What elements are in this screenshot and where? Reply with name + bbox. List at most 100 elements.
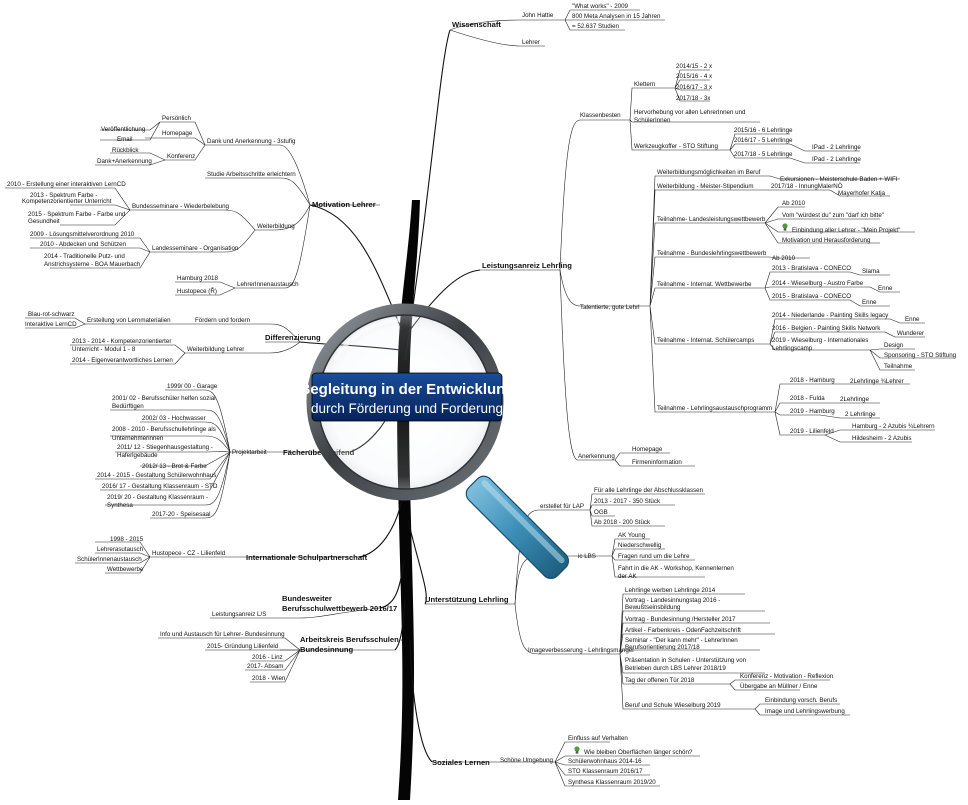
branch-motivation-lehrer: Motivation Lehrer Persönlich Veröffentli…	[5, 115, 380, 296]
node-label: Enne	[862, 299, 877, 306]
node-label: 2013 - 2014 - Kompetenzorientierter	[72, 338, 171, 345]
branch-arbeitskreis: Arbeitskreis Berufsschulen - Bundesinnun…	[158, 631, 404, 683]
node-label: Imageverbesserung - Lehrlingsmangel	[528, 647, 634, 654]
node-label: 2011/ 12 - Stiegenhausgestaltung -	[117, 444, 213, 451]
node-label: IPad - 2 Lehrlinge	[812, 144, 861, 151]
node-label: 2Lehrlinge	[840, 396, 869, 403]
node-label: Konferenz - Motivation - Reflexion	[740, 673, 834, 680]
node-label: Hustopece - CZ - Lilienfeld	[152, 550, 226, 557]
node-label: 2001/ 02 - Berufsschüler helfen sozial	[112, 395, 216, 402]
node-label: Image und Lehrlingswerbung	[765, 708, 845, 715]
node-label: Enne	[905, 316, 920, 323]
node-label: Ab 2018 - 200 Stück	[594, 519, 651, 526]
node-label: 2014 - Niederlande - Painting Skills leg…	[772, 312, 889, 319]
node-label: Wettbewerbe	[107, 566, 144, 573]
branch-label-berufsschulwettbewerb: Bundesweiter	[282, 594, 332, 603]
branch-soziales-lernen: Soziales Lernen Schöne Umgebung Einfluss…	[432, 735, 700, 787]
branch-differenzierung: Differenzierung Blau-rot-schwarz Interak…	[25, 311, 321, 365]
node-label: 2018 - Fulda	[790, 395, 825, 402]
node-label: Betrieben durch LBS Lehrer 2018/19	[625, 665, 726, 672]
node-label: 2013 - Bratislava - CONECO	[772, 265, 851, 272]
node-label: Ab 2010	[782, 200, 806, 207]
node-label: Teilnahme	[884, 363, 913, 370]
node-label: 2014 - Traditionelle Putz- und	[44, 253, 125, 260]
node-label: Einfluss auf Verhalten	[568, 735, 628, 742]
node-label: Artikel - Farbenkreis - OdenFachzeitschr…	[625, 627, 741, 634]
node-label: Veröffentlichung	[101, 126, 146, 133]
node-label: Beruf und Schule Wieselburg 2019	[625, 702, 721, 709]
branch-unterstuetzung: Unterstützung Lehrling erstellet für LAP…	[425, 487, 850, 716]
node-label: Ab 2010	[772, 255, 796, 262]
node-label: Persönlich	[162, 115, 191, 122]
branch-label-unterstuetzung: Unterstützung Lehrling	[425, 595, 509, 604]
node-label: Anerkennung	[578, 453, 615, 460]
node-label: Sponsoring - STO Stiftung	[884, 352, 957, 359]
node-label: SchülerInnen	[634, 117, 671, 124]
node-label: Teilnahme - Lehrlingsaustauschprogramm	[657, 405, 772, 412]
branch-wissenschaft: Wissenschaft John Hattie "What works" - …	[449, 3, 665, 47]
node-label: Weiterbildung - Meister-Stipendium	[657, 183, 754, 190]
node-label: Synthesa Klassenraum 2019/20	[568, 779, 656, 786]
node-label: Schülerwohnhaus 2014-16	[568, 758, 642, 765]
node-label: Rückblick	[112, 147, 139, 154]
node-label: Teilnahme- Landesleistungswettbewerb	[657, 216, 766, 223]
node-label: Design	[884, 342, 904, 349]
node-label: Motivation und Herausforderung	[782, 237, 871, 244]
node-label: Teilnahme - Internat. Wettbewerbe	[657, 281, 752, 288]
node-label: Studie Arbeitsschritte erleichtern	[207, 171, 296, 178]
branch-berufsschulwettbewerb: Bundesweiter Berufsschulwettbewerb 2016/…	[210, 594, 397, 619]
branch-label-differenzierung: Differenzierung	[265, 333, 321, 342]
node-label: Leistungsanreiz L/S	[212, 611, 266, 618]
node-label: 2008 - 2010 - Berufsschullehrlinge als	[112, 426, 216, 433]
node-label: 2015/16 - 6 Lehrlinge	[734, 127, 793, 134]
node-label: 2019 - Wieselburg - Internationales	[772, 337, 868, 344]
node-label: Interaktive LernCD	[25, 321, 77, 328]
lightbulb-icon	[782, 223, 788, 231]
node-label: Fragen rund um die Lehre	[618, 553, 690, 560]
branch-label-arbeitskreis-line2: Bundesinnung	[300, 645, 354, 654]
node-label: 2016/17 - 3 x	[676, 84, 713, 91]
node-label: Homepage	[632, 446, 663, 453]
node-label: Email	[117, 136, 132, 143]
branch-label-schulpartnerschaft: Internationale Schulpartnerschaft	[246, 553, 368, 562]
node-label: Niederschwellig	[618, 542, 662, 549]
node-label: Info und Austausch für Lehrer- Bundesinn…	[160, 631, 285, 638]
node-label: 2016 - Belgien - Painting Skills Network	[772, 325, 881, 332]
node-label: Hamburg - 2 Azubis ¾Lehrern	[852, 423, 935, 430]
branch-label-motivation-lehrer: Motivation Lehrer	[312, 200, 376, 209]
node-label: 2014 - 2015 - Gestaltung Schülerwohnhaus	[97, 472, 216, 479]
node-label: 2013 - 2017 - 350 Stück	[594, 498, 661, 505]
node-label: 2017/18 - 3x	[676, 95, 711, 102]
node-label: Berufsorientierung 2017/18	[625, 644, 700, 651]
node-label: Einbindung aller Lehrer - "Mein Projekt"	[792, 227, 900, 234]
node-label: Enne	[878, 285, 893, 292]
node-label: Konferenz	[167, 153, 195, 160]
node-label: Weiterbildungsmöglichkeiten im Beruf	[657, 169, 761, 176]
node-label: = 52.637 Studien	[572, 23, 620, 30]
node-label: Lehrer	[522, 39, 540, 46]
node-label: 2002/ 03 - Hochwasser	[142, 415, 206, 422]
node-label: 2010 - Abdecken und Schützen	[40, 241, 127, 248]
node-label: Hervorhebung vor allen LehrerInnen und	[634, 109, 746, 116]
node-label: 2014/15 - 2 x	[676, 63, 713, 70]
node-label: 2017- Absam	[247, 663, 283, 670]
node-label: Erstellung von Lernmaterialien	[87, 317, 171, 324]
node-label: 2014 - Wieselburg - Austro Farbe	[772, 280, 864, 287]
node-label: 2015 - Bratislava - CONECO	[772, 293, 851, 300]
node-label: 2016/ 17 - Gestaltung Klassenraum - STO	[102, 483, 218, 490]
node-label: 2016/17 - 5 Lehrlinge	[734, 137, 793, 144]
node-label: Teilnahme - Internat. Schülercamps	[657, 337, 754, 344]
node-label: Hamburg 2018	[177, 275, 218, 282]
central-title: Begleitung in der Entwicklung	[299, 381, 514, 398]
node-label: Firmeninformation	[632, 459, 682, 466]
node-label: 2016 - Linz	[252, 654, 283, 661]
node-label: Lehrlinge werben Lehrlinge 2014	[625, 587, 716, 594]
branch-label-arbeitskreis: Arbeitskreis Berufsschulen -	[300, 635, 404, 644]
branch-label-leistungsanreiz: Leistungsanreiz Lehrling	[482, 261, 572, 270]
node-label: 2017-20 - Speisesaal	[152, 511, 210, 518]
node-label: Talentierte, gute Lehrl	[580, 304, 640, 311]
branch-label-faecheruebergreifend: Fächerübergreifend	[283, 448, 355, 457]
node-label: 2018 - Wien	[252, 675, 286, 682]
node-label: 2014 - Eigenverantwortliches Lernen	[72, 357, 173, 364]
